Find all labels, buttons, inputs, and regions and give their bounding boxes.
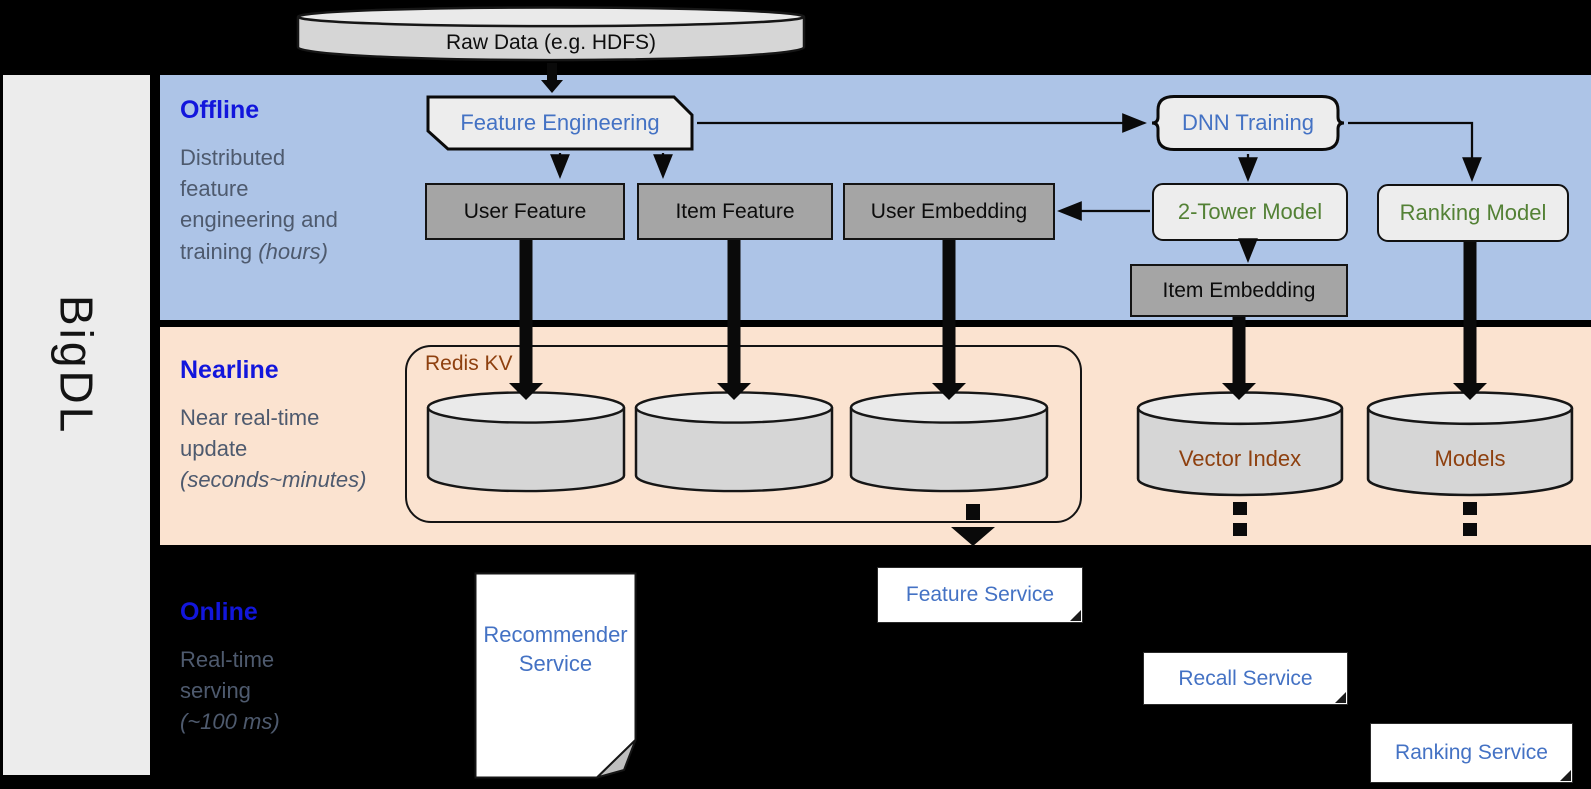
user-feature-label: User Feature: [463, 199, 587, 223]
item-embedding-label: Item Embedding: [1162, 278, 1316, 302]
redis-cylinder-2: [634, 390, 834, 494]
redis-cylinder-3: [849, 390, 1049, 494]
nearline-desc-text: Near real-time update: [180, 405, 320, 462]
node-models: Models: [1366, 390, 1574, 498]
nearline-desc: Near real-time update (seconds~minutes): [180, 402, 380, 496]
cylinder-shape: [634, 391, 834, 493]
node-ranking-service: Ranking Service: [1370, 723, 1573, 783]
node-ranking-model: Ranking Model: [1377, 184, 1569, 242]
recommender-service-label: Recommender Service: [483, 622, 628, 676]
cylinder-shape: [426, 391, 626, 493]
vector-index-label: Vector Index: [1178, 446, 1302, 471]
two-tower-model-label: 2-Tower Model: [1177, 199, 1323, 224]
cylinder-shape: [849, 391, 1049, 493]
node-item-feature: Item Feature: [637, 183, 833, 240]
node-two-tower-model: 2-Tower Model: [1152, 183, 1348, 241]
online-title: Online: [180, 598, 258, 626]
node-user-feature: User Feature: [425, 183, 625, 240]
node-user-embedding: User Embedding: [843, 183, 1055, 240]
feature-service-label: Feature Service: [905, 583, 1055, 606]
raw-data-label: Raw Data (e.g. HDFS): [445, 30, 657, 54]
bigdl-sidebar: BigDL: [3, 75, 150, 775]
models-label: Models: [1434, 446, 1506, 471]
node-vector-index: Vector Index: [1136, 390, 1344, 498]
nearline-title: Nearline: [180, 356, 279, 384]
offline-desc-text: Distributed feature engineering and trai…: [180, 145, 338, 264]
redis-cylinder-1: [426, 390, 626, 494]
offline-title: Offline: [180, 96, 260, 124]
document-shape: [474, 572, 637, 779]
node-feature-service: Feature Service: [877, 567, 1083, 623]
online-desc-text: Real-time serving: [180, 647, 275, 704]
cylinder-shape: [1366, 391, 1574, 497]
redis-kv-label: Redis KV: [425, 352, 513, 375]
item-feature-label: Item Feature: [675, 199, 795, 223]
cylinder-shape: [1136, 391, 1344, 497]
ranking-model-label: Ranking Model: [1399, 200, 1547, 225]
offline-desc: Distributed feature engineering and trai…: [180, 142, 355, 267]
offline-desc-italic: (hours): [258, 238, 328, 264]
online-desc-italic: (~100 ms): [180, 709, 280, 735]
cylinder-shape: [296, 6, 806, 62]
raw-data-cylinder: Raw Data (e.g. HDFS): [296, 6, 806, 63]
recall-service-label: Recall Service: [1178, 666, 1313, 690]
brand-label: BigDL: [50, 294, 103, 436]
node-dnn-training: DNN Training: [1150, 94, 1346, 152]
snip-rect-shape: [426, 95, 694, 151]
node-feature-engineering: Feature Engineering: [425, 94, 695, 152]
node-recall-service: Recall Service: [1143, 652, 1348, 705]
double-brace-shape: [1151, 95, 1345, 151]
user-embedding-label: User Embedding: [870, 199, 1028, 223]
dnn-training-label: DNN Training: [1181, 110, 1315, 135]
node-item-embedding: Item Embedding: [1130, 264, 1348, 317]
online-desc: Real-time serving (~100 ms): [180, 644, 310, 738]
ranking-service-label: Ranking Service: [1395, 741, 1548, 764]
node-recommender-service: Recommender Service: [474, 572, 637, 779]
feature-engineering-label: Feature Engineering: [460, 110, 660, 135]
nearline-desc-italic: (seconds~minutes): [180, 467, 367, 493]
